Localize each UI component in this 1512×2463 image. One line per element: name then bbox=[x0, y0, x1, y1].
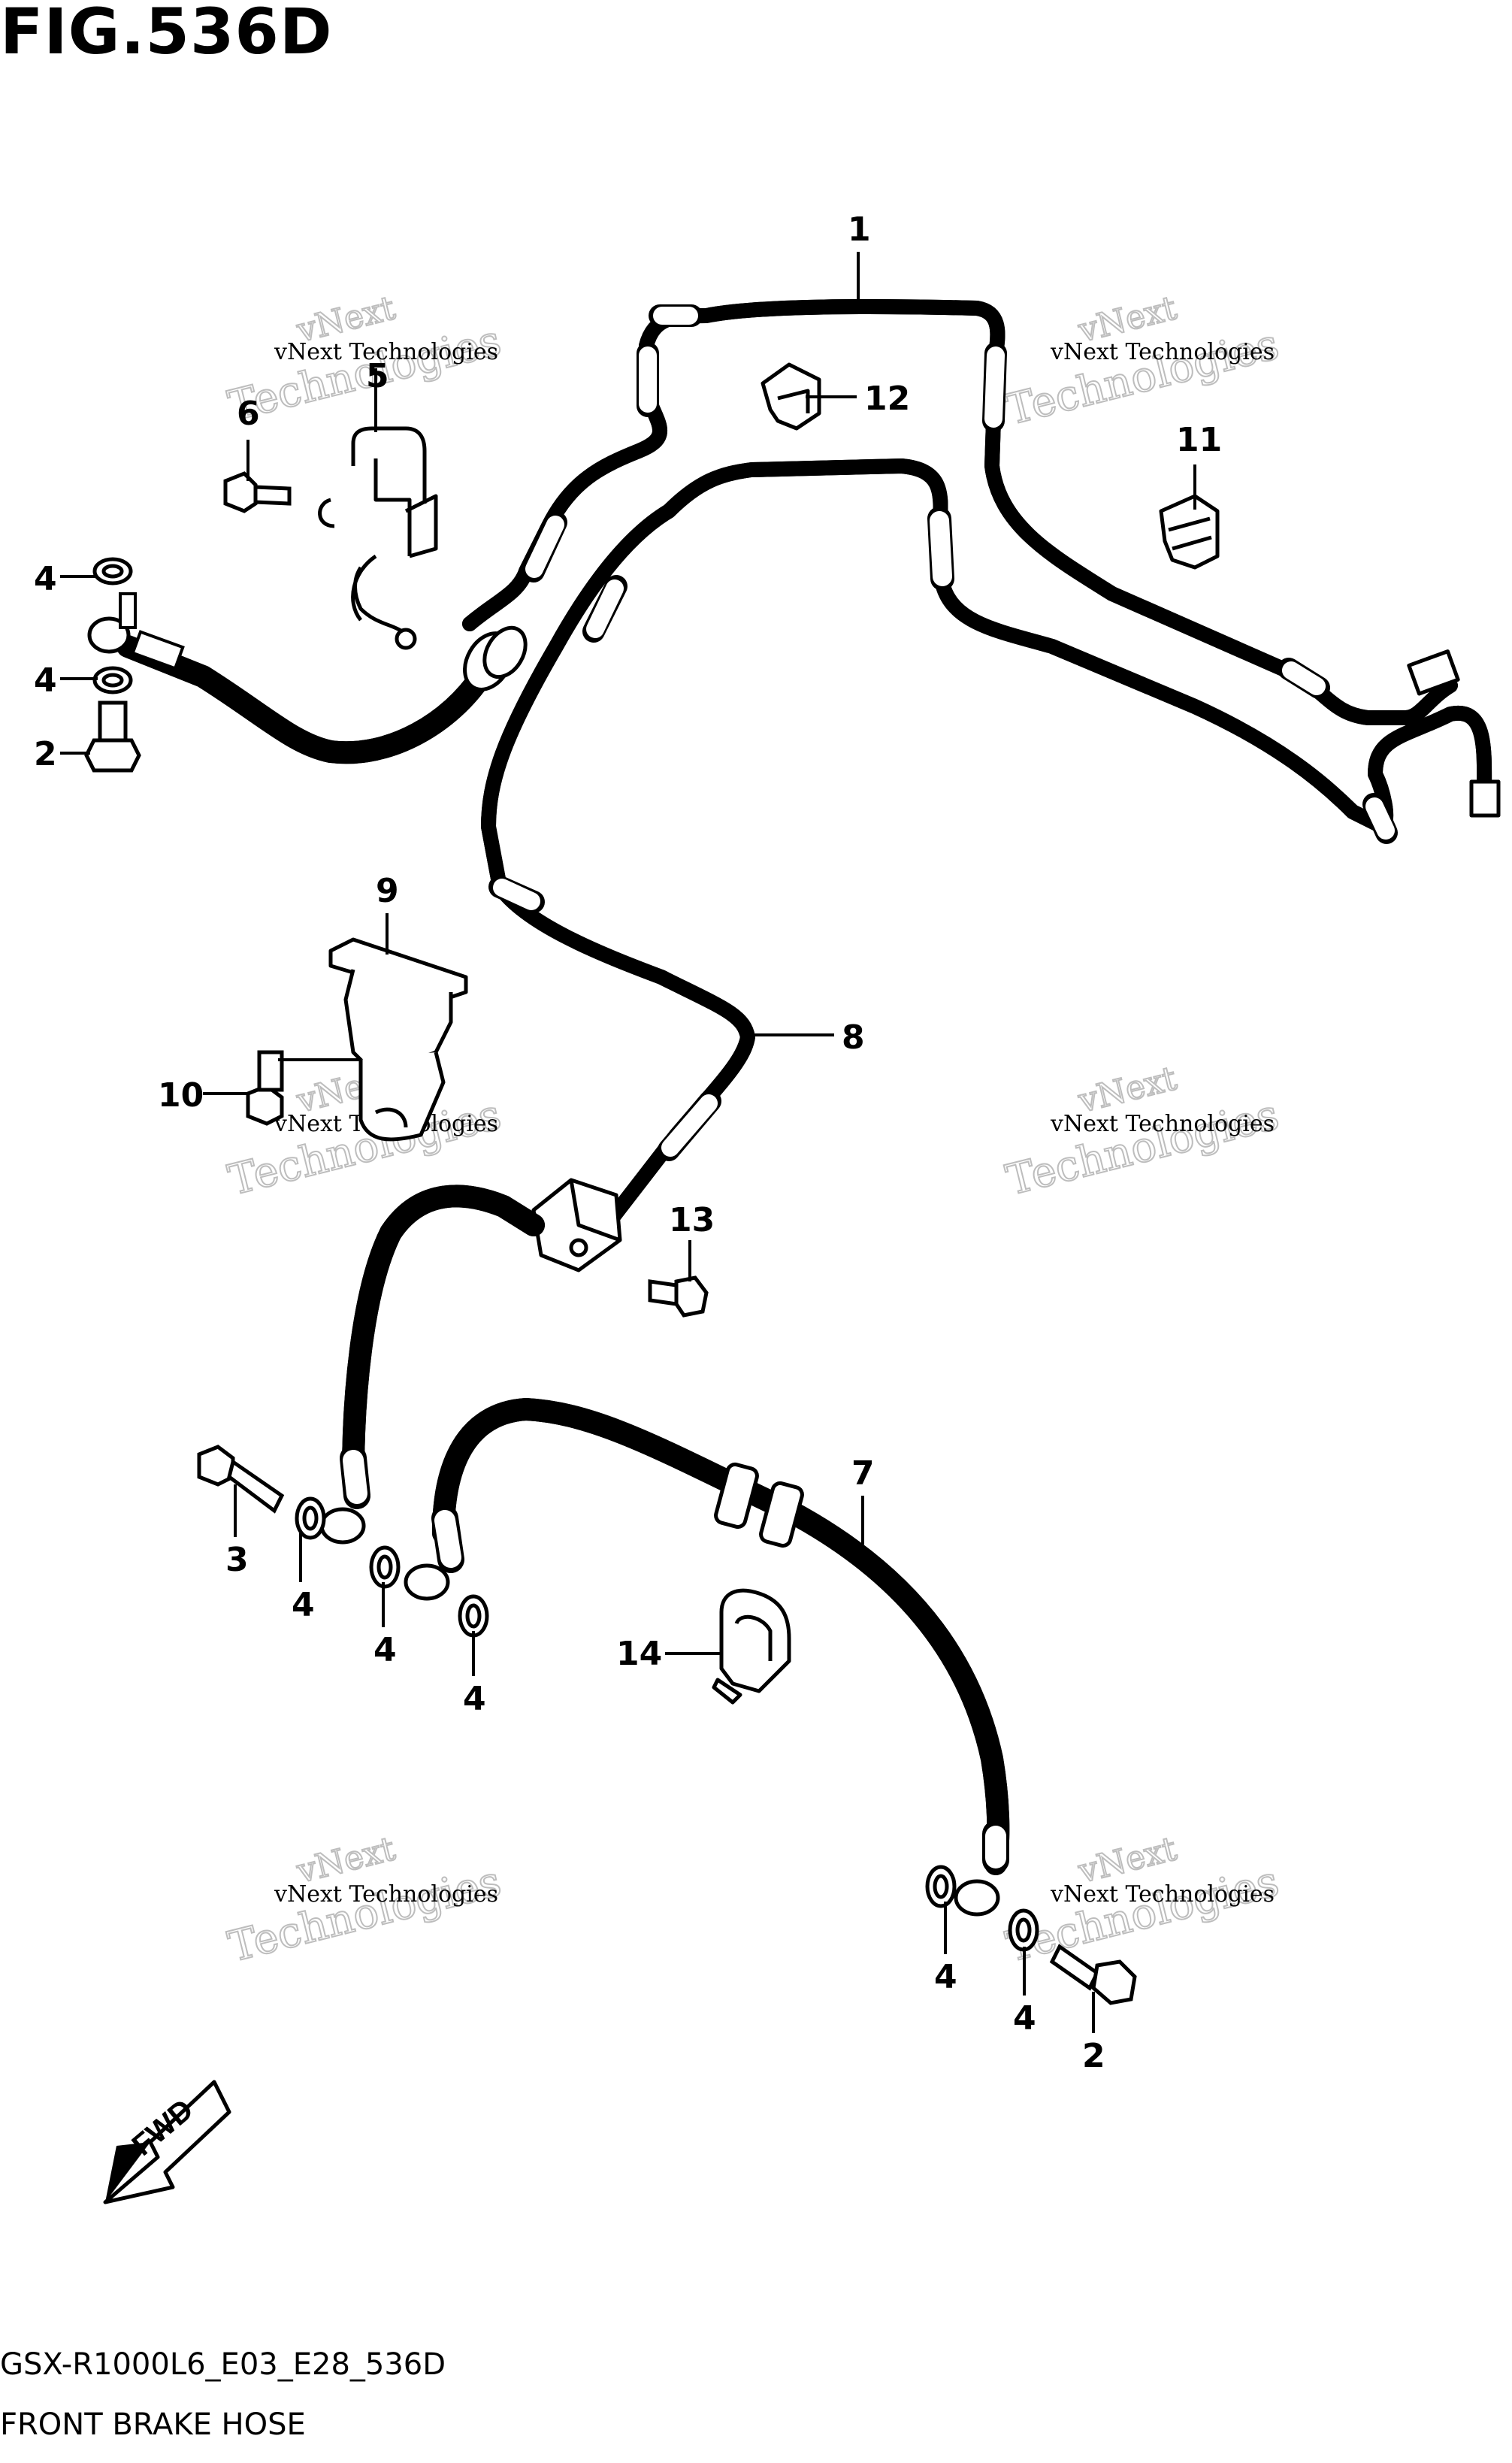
upper-left-brake-hose bbox=[87, 592, 528, 752]
watermark-top-right: vNext Technologies vNext Technologies bbox=[1001, 288, 1284, 435]
callout-7: 7 bbox=[851, 1454, 875, 1493]
svg-text:vNext Technologies: vNext Technologies bbox=[1050, 1111, 1275, 1137]
callout-2-lower: 2 bbox=[1082, 2037, 1105, 2075]
callout-14: 14 bbox=[616, 1635, 662, 1673]
callout-4-upper-b: 4 bbox=[34, 661, 57, 700]
part-2-bolt-lower bbox=[1049, 1944, 1137, 2005]
figure-code: GSX-R1000L6_E03_E28_536D bbox=[0, 2347, 446, 2382]
leader-lines bbox=[60, 252, 1196, 2033]
callout-3: 3 bbox=[225, 1541, 249, 1579]
part-6-bolt bbox=[223, 471, 292, 513]
part-10-bolt bbox=[246, 1050, 284, 1126]
part-13-bolt bbox=[648, 1275, 709, 1318]
svg-text:vNext Technologies: vNext Technologies bbox=[274, 1881, 498, 1908]
callout-8: 8 bbox=[842, 1018, 865, 1057]
figure-caption: FRONT BRAKE HOSE bbox=[0, 2407, 306, 2442]
lower-left-brake-hose bbox=[319, 1196, 545, 1545]
callouts: 1 12 11 6 5 4 4 2 9 8 10 13 7 3 4 4 4 14… bbox=[34, 210, 1222, 2075]
watermark-mid-right: vNext Technologies vNext Technologies bbox=[1001, 1058, 1284, 1206]
callout-5: 5 bbox=[366, 357, 389, 395]
svg-text:Technologies: Technologies bbox=[1002, 320, 1284, 435]
part-14-clamp bbox=[712, 1588, 791, 1705]
washer-4-right-1 bbox=[925, 1865, 957, 1908]
washer-4-upper-2 bbox=[92, 666, 133, 694]
part-7-brake-hose bbox=[404, 1397, 998, 1917]
watermark-bottom-right: vNext Technologies vNext Technologies bbox=[1001, 1829, 1284, 1972]
callout-6: 6 bbox=[237, 395, 260, 433]
part-11-clip bbox=[1159, 494, 1220, 570]
callout-11: 11 bbox=[1176, 421, 1222, 459]
washer-4-left-1 bbox=[295, 1496, 326, 1540]
figure-title: FIG.536D bbox=[0, 0, 333, 68]
callout-10: 10 bbox=[158, 1076, 204, 1115]
washer-4-left-3 bbox=[458, 1594, 489, 1638]
callout-1: 1 bbox=[848, 210, 871, 249]
part-8-brake-pipe bbox=[481, 458, 1501, 1225]
watermark-bottom-left: vNext Technologies vNext Technologies bbox=[223, 1829, 507, 1972]
junction-block bbox=[531, 1178, 622, 1272]
callout-4-left-a: 4 bbox=[292, 1586, 315, 1624]
callout-13: 13 bbox=[669, 1201, 715, 1239]
washer-4-right-2 bbox=[1008, 1908, 1039, 1952]
callout-4-upper-a: 4 bbox=[34, 560, 57, 598]
part-1-brake-pipe bbox=[462, 307, 1460, 718]
watermark-top-left: vNext Technologies vNext Technologies bbox=[223, 288, 507, 431]
svg-text:vNext Technologies: vNext Technologies bbox=[1050, 339, 1275, 365]
svg-text:Technologies: Technologies bbox=[1002, 1091, 1284, 1206]
part-9-bracket bbox=[328, 937, 468, 1142]
washer-4-upper-1 bbox=[92, 557, 133, 585]
svg-text:vNext Technologies: vNext Technologies bbox=[274, 339, 498, 365]
part-3-bolt bbox=[197, 1445, 285, 1514]
washer-4-left-2 bbox=[369, 1545, 401, 1589]
part-12-clip bbox=[761, 362, 821, 431]
callout-9: 9 bbox=[376, 872, 399, 910]
part-5-clamp bbox=[318, 426, 438, 650]
callout-4-left-b: 4 bbox=[373, 1631, 397, 1669]
part-2-bolt-upper bbox=[84, 700, 141, 773]
svg-text:vNext Technologies: vNext Technologies bbox=[1050, 1881, 1275, 1908]
callout-2-upper: 2 bbox=[34, 735, 57, 773]
callout-12: 12 bbox=[864, 380, 910, 418]
forward-direction-arrow: FWD bbox=[103, 2080, 231, 2204]
callout-4-right-a: 4 bbox=[934, 1958, 957, 1996]
callout-4-left-c: 4 bbox=[463, 1680, 486, 1718]
callout-4-right-b: 4 bbox=[1013, 1999, 1036, 2038]
